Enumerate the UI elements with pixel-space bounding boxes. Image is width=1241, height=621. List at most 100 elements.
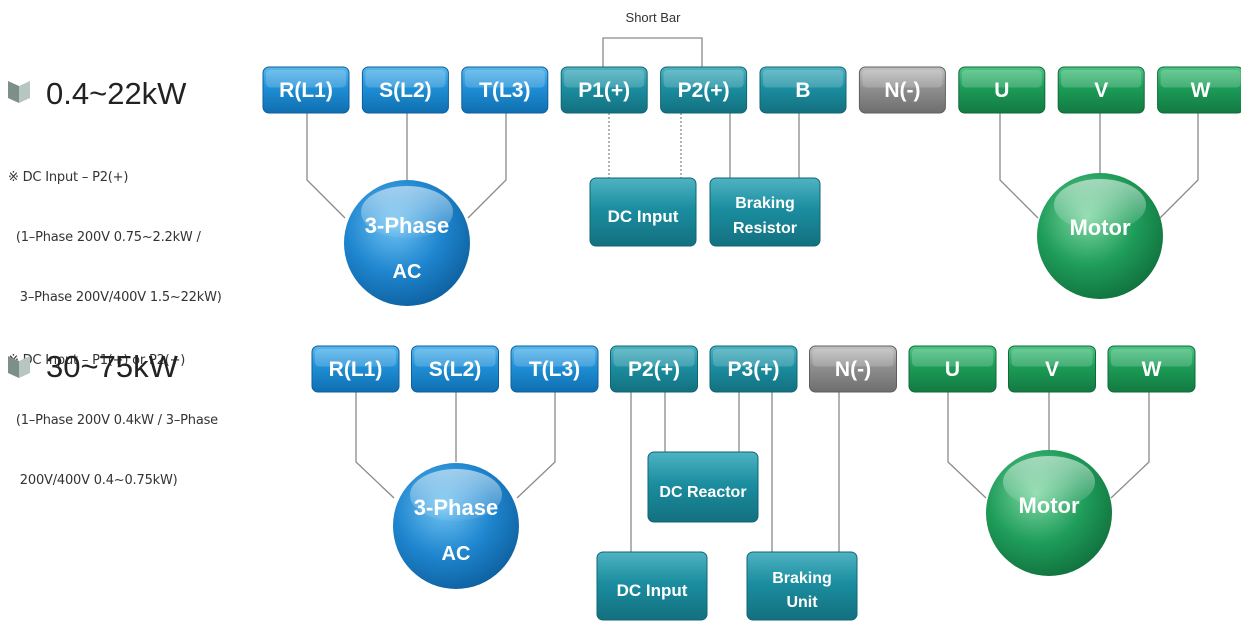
braking-unit-label-line1: Braking — [772, 570, 832, 587]
note-line: 200V/400V 0.4~0.75kW) — [8, 473, 178, 488]
section1-bullet-icon — [8, 81, 30, 103]
terminal-shine — [812, 349, 894, 367]
short-bar-label: Short Bar — [626, 10, 682, 25]
source-label-line1: 3-Phase — [365, 213, 449, 238]
terminal-label: R(L1) — [329, 358, 383, 381]
terminal-shine — [763, 70, 843, 88]
terminal-label: P2(+) — [678, 79, 730, 102]
terminal-box — [361, 66, 449, 114]
terminal-u: U — [908, 345, 997, 393]
terminal-w: W — [1157, 66, 1241, 114]
terminal-shine — [464, 70, 545, 88]
terminal-box — [461, 66, 549, 114]
wire-w-motor — [1110, 392, 1150, 499]
terminal-shine — [1061, 70, 1142, 88]
terminal-shine — [564, 70, 645, 88]
braking-resistor-label-line2: Resistor — [733, 220, 797, 237]
terminal-u: U — [958, 66, 1046, 114]
terminal-box — [1107, 345, 1196, 393]
terminal-shine — [514, 349, 595, 367]
dc-input-label: DC Input — [617, 581, 688, 600]
terminal-shine — [365, 70, 446, 88]
terminal-s-l2: S(L2) — [411, 345, 499, 393]
wire-w-motor — [1159, 113, 1199, 219]
terminal-box — [510, 345, 599, 393]
section1-source-sphere: 3-Phase AC — [344, 180, 470, 306]
terminal-label: S(L2) — [379, 79, 432, 102]
terminal-label: B — [795, 79, 810, 102]
terminal-box — [759, 66, 847, 114]
terminal-label: N(-) — [884, 79, 920, 102]
terminal-w: W — [1107, 345, 1196, 393]
terminal-label: U — [945, 358, 960, 381]
wire-u-motor — [999, 113, 1039, 219]
terminal-label: W — [1142, 358, 1162, 381]
section1-motor-sphere: Motor — [1037, 173, 1163, 299]
terminal-n: N(-) — [809, 345, 897, 393]
terminal-box — [610, 345, 698, 393]
terminal-n: N(-) — [858, 66, 946, 114]
terminal-box — [560, 66, 648, 114]
braking-unit-label-line2: Unit — [786, 594, 818, 611]
section2-motor-sphere: Motor — [986, 450, 1112, 576]
terminal-box — [660, 66, 748, 114]
wire-r-to-source — [306, 113, 346, 219]
terminal-p1: P1(+) — [560, 66, 648, 114]
terminal-label: N(-) — [835, 358, 871, 381]
terminal-v: V — [1008, 345, 1096, 393]
terminal-box — [1157, 66, 1241, 114]
terminal-r-l1: R(L1) — [262, 66, 350, 114]
section2-dc-reactor-box: DC Reactor — [647, 451, 759, 523]
terminal-shine — [315, 349, 396, 367]
terminal-t-l3: T(L3) — [510, 345, 599, 393]
source-label-line1: 3-Phase — [414, 495, 498, 520]
source-label-line2: AC — [442, 543, 471, 565]
terminal-box — [908, 345, 997, 393]
terminal-label: S(L2) — [429, 358, 482, 381]
section2-dc-input-box: DC Input — [596, 551, 708, 621]
terminal-label: R(L1) — [279, 79, 333, 102]
terminal-label: V — [1045, 358, 1059, 381]
terminal-box — [411, 345, 499, 393]
terminal-shine — [1011, 349, 1093, 367]
wire-t-to-source — [516, 392, 556, 499]
terminal-p2: P2(+) — [660, 66, 748, 114]
section2-braking-unit-box: Braking Unit — [746, 551, 858, 621]
note-line: (1–Phase 200V 0.75~2.2kW / — [8, 230, 201, 245]
terminal-shine — [961, 70, 1042, 88]
section1-dc-input-box: DC Input — [589, 177, 697, 247]
terminal-label: T(L3) — [479, 79, 530, 102]
terminal-shine — [613, 349, 695, 367]
terminal-p2: P2(+) — [610, 345, 698, 393]
terminal-label: W — [1191, 79, 1211, 102]
section2-bullet-icon — [8, 356, 30, 378]
terminal-box — [311, 345, 400, 393]
terminal-label: P1(+) — [578, 79, 630, 102]
terminal-label: P2(+) — [628, 358, 680, 381]
terminal-shine — [1111, 349, 1192, 367]
short-bar-line — [602, 37, 703, 67]
terminal-box — [262, 66, 350, 114]
wire-r-to-source — [355, 392, 395, 499]
terminal-box — [709, 345, 798, 393]
terminal-box — [1008, 345, 1096, 393]
section2-source-sphere: 3-Phase AC — [393, 463, 519, 589]
motor-label: Motor — [1018, 493, 1080, 518]
terminal-label: V — [1094, 79, 1108, 102]
terminal-label: T(L3) — [529, 358, 580, 381]
terminal-v: V — [1057, 66, 1145, 114]
wire-u-motor — [947, 392, 987, 499]
terminal-box — [809, 345, 897, 393]
note-line: ※ DC Input – P2(+) — [8, 170, 129, 185]
terminal-shine — [266, 70, 346, 88]
section1-notes: ※ DC Input – P2(+) (1–Phase 200V 0.75~2.… — [8, 128, 222, 511]
terminal-shine — [414, 349, 496, 367]
section2-title: 30~75kW — [46, 349, 178, 384]
terminal-box — [858, 66, 946, 114]
dc-input-label: DC Input — [608, 207, 679, 226]
terminal-shine — [862, 70, 943, 88]
note-line: (1–Phase 200V 0.4kW / 3–Phase — [8, 413, 218, 428]
terminal-box — [1057, 66, 1145, 114]
